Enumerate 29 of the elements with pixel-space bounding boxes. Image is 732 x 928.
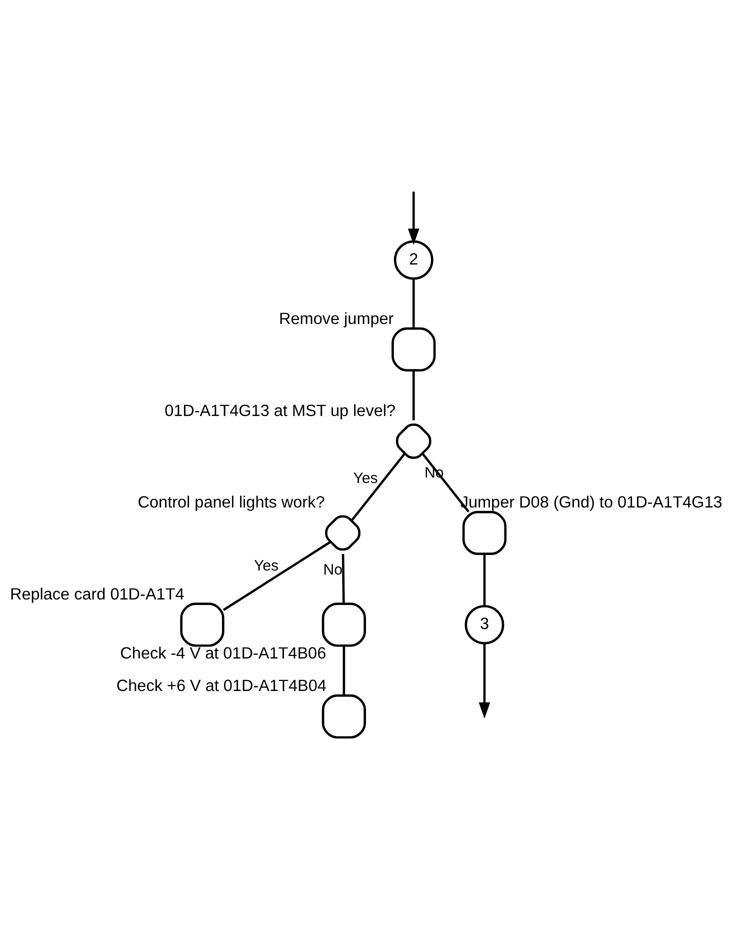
node-label: Jumper D08 (Gnd) to 01D-A1T4G13 [460, 494, 722, 512]
node-box [180, 602, 224, 647]
connector [342, 646, 346, 696]
edge-label: Yes [353, 470, 378, 487]
node-diamond [396, 423, 432, 459]
arrow [478, 644, 490, 719]
node-label: Control panel lights work? [138, 494, 325, 512]
node-label: Remove jumper [279, 310, 394, 328]
node-label: Check +6 V at 01D-A1T4B04 [116, 677, 326, 696]
connector [342, 554, 345, 604]
node-diamond [325, 515, 360, 551]
node-label: Replace card 01D-A1T4 [10, 585, 184, 604]
edge-label: No [323, 562, 343, 579]
connector [412, 278, 415, 328]
connector [222, 541, 331, 611]
node-box [462, 510, 507, 556]
node-circle: 3 [464, 604, 504, 644]
arrow [408, 192, 420, 245]
node-box [322, 602, 366, 647]
connector [483, 554, 486, 606]
node-label: Check -4 V at 01D-A1T4B06 [120, 644, 326, 663]
edge-label: Yes [254, 557, 279, 574]
node-circle: 2 [394, 240, 434, 280]
node-label: 01D-A1T4G13 at MST up level? [164, 402, 396, 420]
node-box [392, 327, 436, 372]
node-box [322, 694, 366, 739]
connector [350, 452, 406, 521]
connector [412, 370, 415, 420]
connector [422, 452, 470, 512]
